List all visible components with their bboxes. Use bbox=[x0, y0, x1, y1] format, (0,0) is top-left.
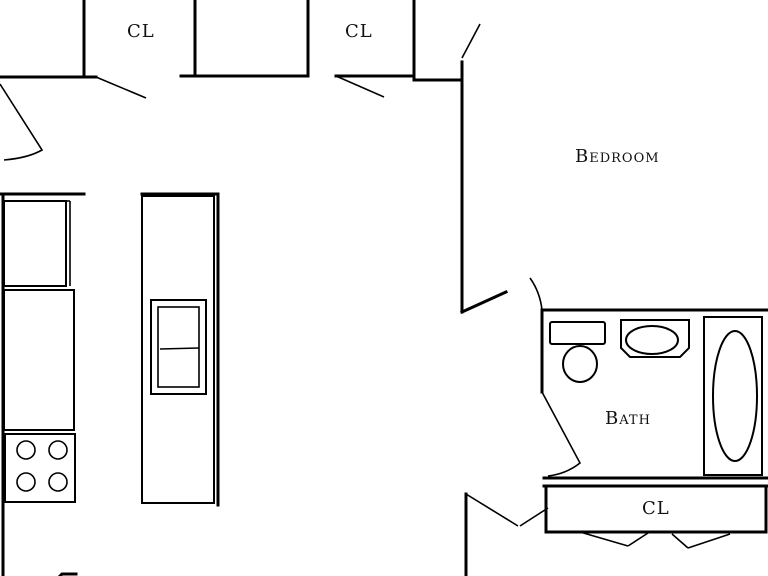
partial-wall-bottom bbox=[57, 572, 78, 576]
bath-closet-label: CL bbox=[642, 498, 670, 519]
kitchen-counter bbox=[0, 192, 86, 576]
sink bbox=[620, 319, 690, 358]
closet-doors-top bbox=[95, 75, 385, 99]
closet-mid-label: CL bbox=[345, 21, 373, 42]
toilet bbox=[549, 321, 606, 383]
bath-walls bbox=[540, 308, 768, 480]
bedroom-label: Bedroom bbox=[575, 146, 660, 167]
bath-label: Bath bbox=[605, 408, 651, 429]
kitchen-island bbox=[140, 192, 220, 507]
entry-door bbox=[0, 83, 44, 161]
bathtub bbox=[703, 316, 763, 476]
top-closet-walls bbox=[0, 0, 462, 82]
bedroom-walls bbox=[460, 23, 768, 314]
stove bbox=[4, 433, 76, 503]
closet-left-label: CL bbox=[127, 21, 155, 42]
hallway-walls bbox=[464, 492, 549, 576]
